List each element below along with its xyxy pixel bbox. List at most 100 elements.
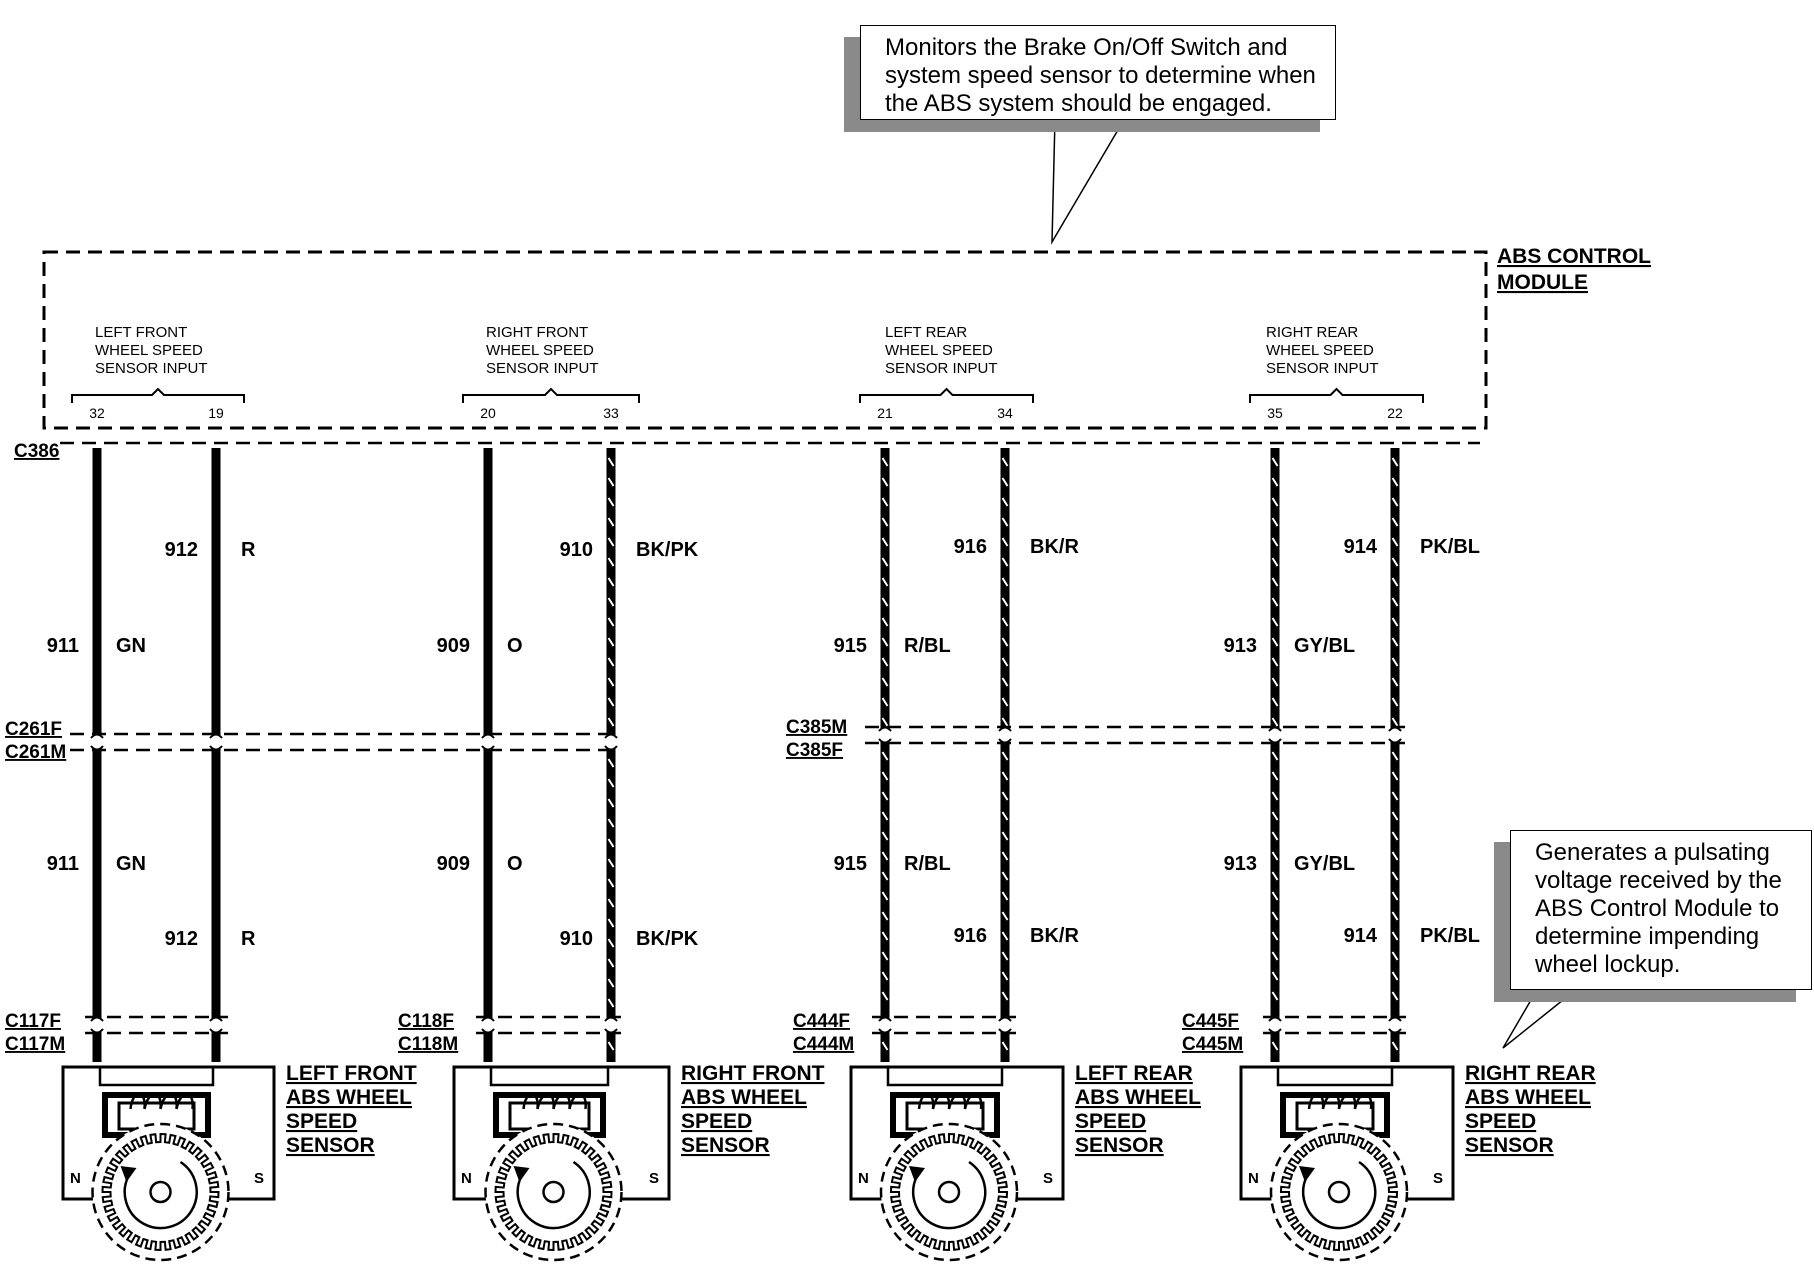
- wire-stripe: [1001, 537, 1009, 547]
- wire-stripe: [1271, 617, 1279, 627]
- wire-stripe: [881, 577, 889, 587]
- rotation-arrow: [123, 1160, 198, 1230]
- wire-stripe: [607, 978, 615, 988]
- wire-stripe: [1271, 577, 1279, 587]
- sensor-name: ABS WHEEL: [1465, 1086, 1591, 1109]
- wire-stripe: [1391, 537, 1399, 547]
- wire-stripe: [607, 717, 615, 727]
- wire-stripe: [1391, 617, 1399, 627]
- wire-stripe: [1001, 557, 1009, 567]
- wire-stripe: [607, 898, 615, 908]
- wire-stripe: [607, 998, 615, 1008]
- wire-stripe: [881, 717, 889, 727]
- wire-stripe: [1001, 577, 1009, 587]
- sensor-name: SPEED: [681, 1110, 752, 1133]
- connector-label: C385F: [786, 740, 843, 761]
- wire-stripe: [1391, 791, 1399, 801]
- circuit-number: 910: [560, 539, 593, 561]
- wire-stripe: [1271, 477, 1279, 487]
- wire-stripe: [607, 677, 615, 687]
- sensor-input-label: LEFT FRONT: [95, 324, 187, 341]
- wire-stripe: [1391, 557, 1399, 567]
- wire-color: BK/PK: [636, 539, 699, 561]
- sensor-name: SPEED: [1075, 1110, 1146, 1133]
- sensor-input-label: LEFT REAR: [885, 324, 967, 341]
- wire-stripe: [1391, 831, 1399, 841]
- wire-stripe: [1001, 771, 1009, 781]
- note-line: the ABS system should be engaged.: [885, 90, 1272, 117]
- wire-stripe: [1001, 811, 1009, 821]
- sensor-input-label: RIGHT REAR: [1266, 324, 1358, 341]
- wire-stripe: [1271, 871, 1279, 881]
- wire-stripe: [1001, 617, 1009, 627]
- wire-stripe: [607, 798, 615, 808]
- wire-color: GN: [116, 635, 146, 657]
- wire-stripe: [1271, 831, 1279, 841]
- wire-stripe: [881, 751, 889, 761]
- wire-color: BK/R: [1030, 536, 1079, 558]
- wire-stripe: [1391, 991, 1399, 1001]
- sensor-name: ABS WHEEL: [1075, 1086, 1201, 1109]
- wire-stripe: [607, 958, 615, 968]
- callout-pointer: [1051, 117, 1126, 245]
- wire-stripe: [1271, 517, 1279, 527]
- connector-label: C445M: [1182, 1034, 1243, 1055]
- wire-stripe: [607, 778, 615, 788]
- wire-stripe: [1001, 477, 1009, 487]
- wire-stripe: [1391, 677, 1399, 687]
- wire-stripe: [1271, 951, 1279, 961]
- wire-stripe: [881, 891, 889, 901]
- note-line: determine impending: [1535, 923, 1760, 950]
- wire-stripe: [1001, 991, 1009, 1001]
- wire-stripe: [1001, 891, 1009, 901]
- wire-stripe: [1271, 497, 1279, 507]
- wire-stripe: [607, 697, 615, 707]
- connector-label: C118F: [398, 1011, 454, 1032]
- circuit-number: 911: [47, 635, 79, 657]
- sensor-lead-frame: [886, 1067, 1004, 1087]
- wire-color: R: [241, 539, 256, 561]
- wire-color: R: [241, 928, 256, 950]
- pin-number: 19: [208, 405, 224, 421]
- rotation-arrowhead: [120, 1166, 137, 1182]
- wire-stripe: [881, 557, 889, 567]
- wire-color: GY/BL: [1294, 853, 1355, 875]
- sensor-name: SPEED: [286, 1110, 357, 1133]
- circuit-number: 914: [1344, 925, 1378, 947]
- circuit-number: 910: [560, 928, 593, 950]
- wire-stripe: [1271, 911, 1279, 921]
- wire-stripe: [1001, 597, 1009, 607]
- wire-stripe: [881, 831, 889, 841]
- sensor-input-label: WHEEL SPEED: [486, 342, 594, 359]
- wire-stripe: [881, 771, 889, 781]
- sensor-name: ABS WHEEL: [286, 1086, 412, 1109]
- wire-stripe: [1391, 497, 1399, 507]
- pin-number: 22: [1387, 405, 1403, 421]
- wire-stripe: [1391, 697, 1399, 707]
- input-bracket: [1249, 387, 1424, 403]
- wire-stripe: [881, 811, 889, 821]
- wire-stripe: [881, 537, 889, 547]
- sensor-name: SENSOR: [1465, 1134, 1554, 1157]
- wire-stripe: [1271, 597, 1279, 607]
- wire-stripe: [881, 497, 889, 507]
- rotation-arrow: [516, 1160, 591, 1230]
- tone-ring-hub: [937, 1180, 961, 1204]
- pin-number: 35: [1267, 405, 1283, 421]
- connector-label: C117F: [5, 1011, 61, 1032]
- wire-stripe: [607, 557, 615, 567]
- wire-stripe: [1001, 931, 1009, 941]
- wire-stripe: [607, 758, 615, 768]
- tone-ring-hub: [542, 1180, 565, 1204]
- wire-stripe: [1001, 637, 1009, 647]
- wire-color: GN: [116, 853, 146, 875]
- wire-stripe: [1391, 911, 1399, 921]
- wire-stripe: [1001, 951, 1009, 961]
- circuit-number: 909: [437, 635, 470, 657]
- wire-color: R/BL: [904, 635, 951, 657]
- wire-stripe: [1391, 477, 1399, 487]
- wire-stripe: [1271, 677, 1279, 687]
- wire-stripe: [881, 657, 889, 667]
- wire-stripe: [1001, 677, 1009, 687]
